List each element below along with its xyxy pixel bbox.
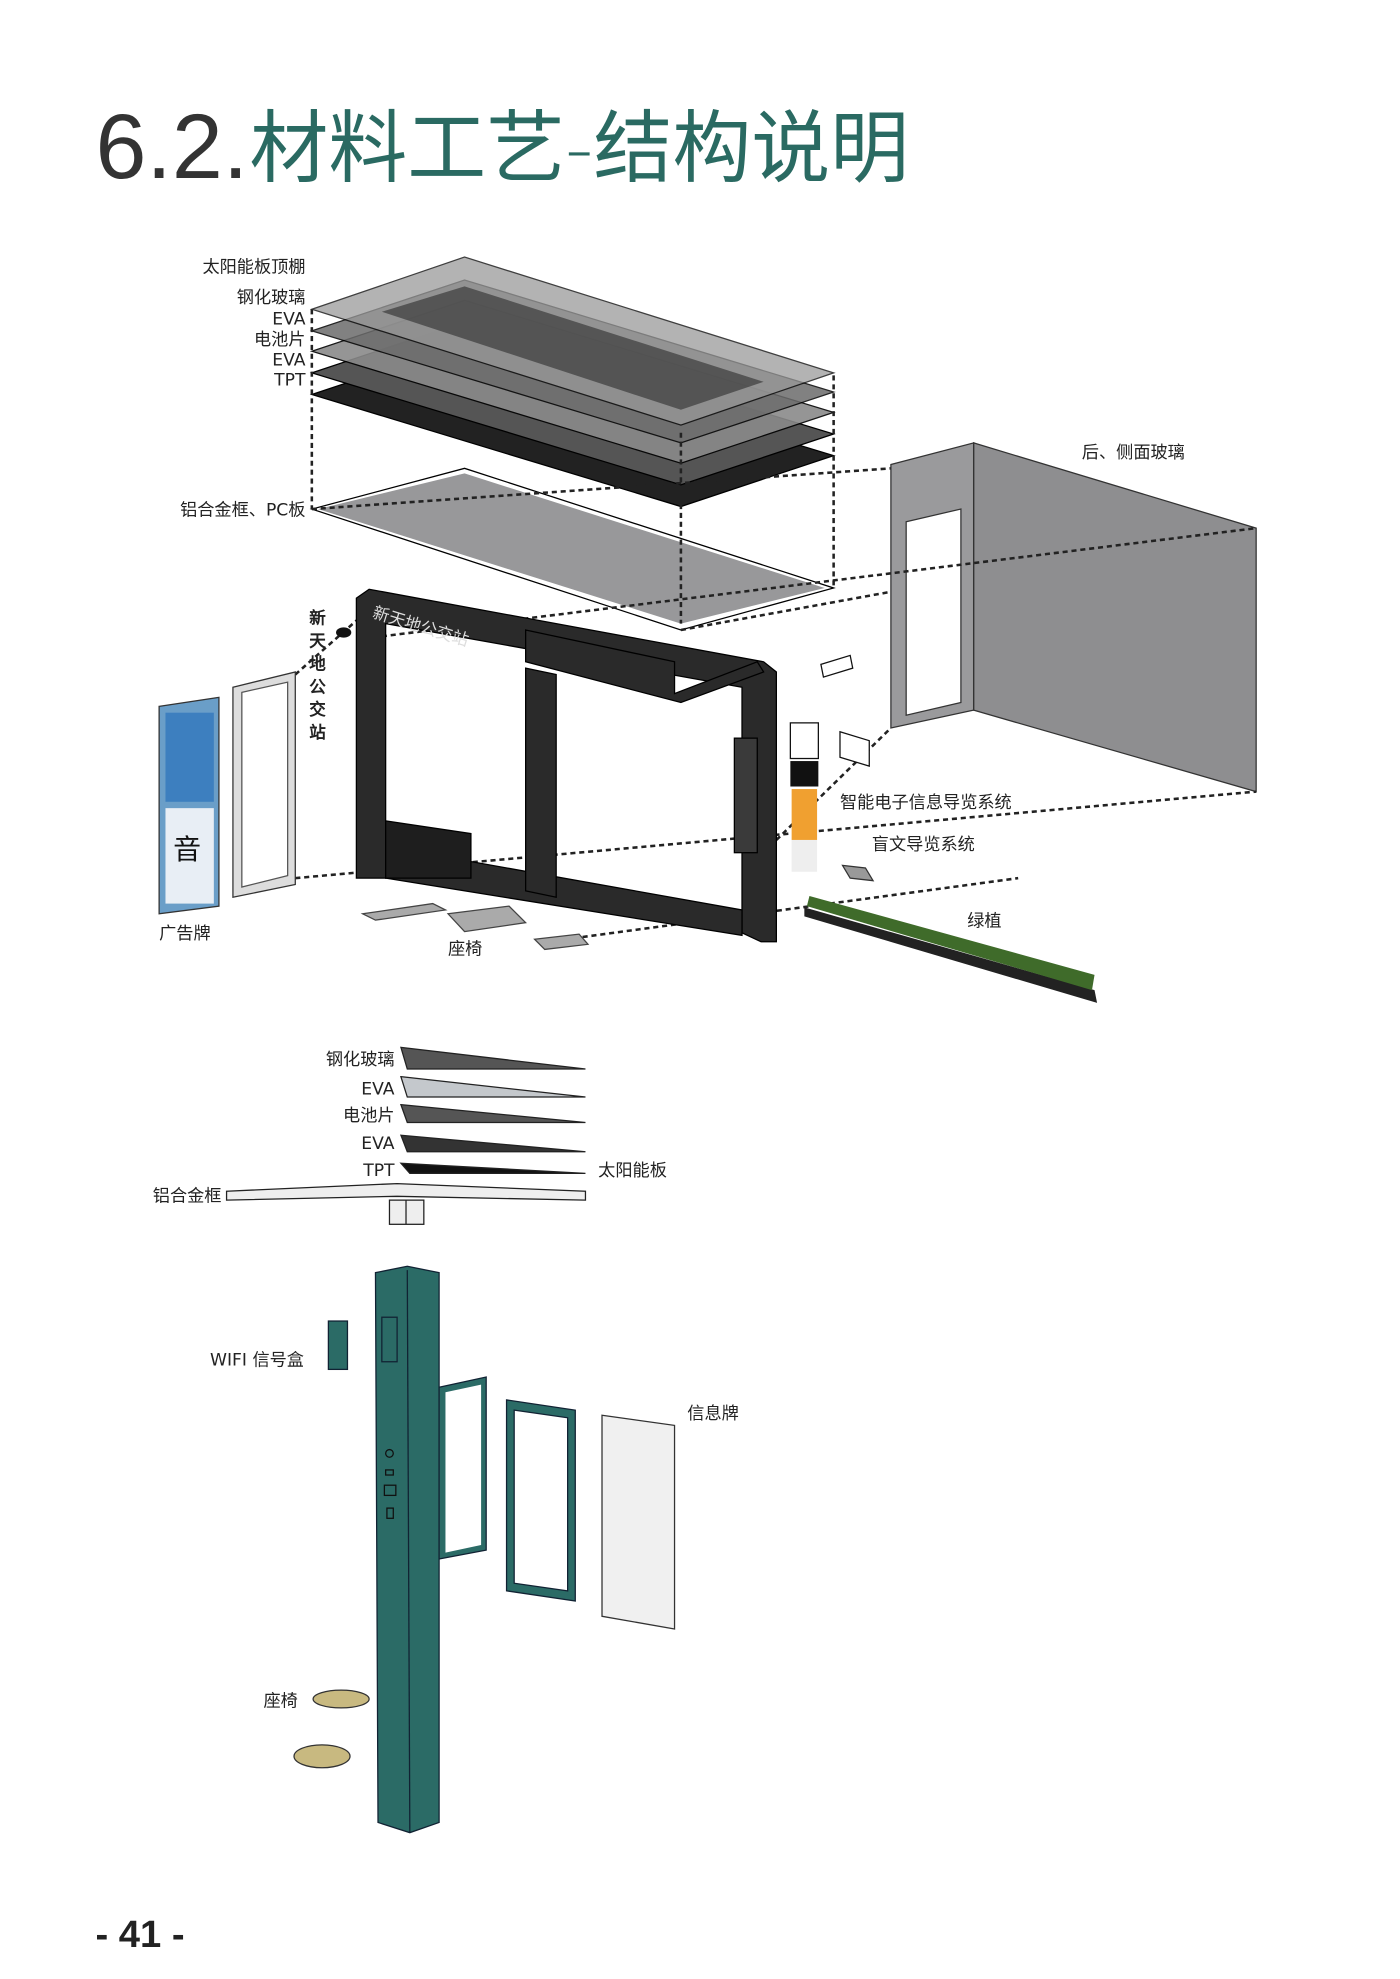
label-eva: EVA <box>361 1079 394 1099</box>
sign-char: 新 <box>309 608 326 628</box>
label-seat: 座椅 <box>263 1692 297 1712</box>
seats <box>360 902 590 951</box>
info-signs <box>789 654 875 882</box>
sign-char: 天 <box>309 632 326 651</box>
label-tempered-glass: 钢化玻璃 <box>326 1050 395 1070</box>
sign-char: 站 <box>309 722 326 742</box>
billboard: 音 <box>158 671 296 915</box>
vertical-station-sign: 新 天 地 公 交 站 <box>309 608 326 743</box>
label-eva: EVA <box>272 310 305 330</box>
label-seat: 座椅 <box>448 940 482 960</box>
side-glass-wall <box>890 442 1257 793</box>
label-eva: EVA <box>272 350 305 370</box>
camera-icon <box>336 627 352 638</box>
label-solar-roof: 太阳能板顶棚 <box>202 257 305 277</box>
label-cells: 电池片 <box>343 1106 395 1126</box>
label-cells: 电池片 <box>254 330 306 350</box>
sign-char: 公 <box>309 677 326 696</box>
label-solar-panel: 太阳能板 <box>598 1161 667 1181</box>
shelter-frame <box>355 588 777 943</box>
sign-char: 交 <box>309 699 326 719</box>
label-aluminium-frame: 铝合金框 <box>153 1186 222 1206</box>
label-frame-pc: 铝合金框、PC板 <box>180 500 305 520</box>
label-wifi-box: WIFI 信号盒 <box>210 1351 304 1371</box>
label-billboard: 广告牌 <box>159 924 211 944</box>
title-number: 6.2. <box>95 96 248 198</box>
label-greenery: 绿植 <box>967 912 1001 932</box>
label-smart-info: 智能电子信息导览系统 <box>840 793 1012 813</box>
label-tpt: TPT <box>362 1161 395 1181</box>
poster-glyph: 音 <box>173 833 201 866</box>
label-info-board: 信息牌 <box>687 1404 739 1424</box>
solar-roof-layers <box>309 256 836 508</box>
solar-panel-section <box>225 1046 587 1225</box>
label-eva: EVA <box>361 1134 394 1154</box>
label-braille: 盲文导览系统 <box>872 835 975 855</box>
pc-board <box>309 467 836 631</box>
section-labels: 钢化玻璃 EVA 电池片 EVA TPT 太阳能板 铝合金框 <box>153 1050 667 1206</box>
sign-char: 地 <box>309 653 326 673</box>
planter <box>804 895 1098 1003</box>
label-tempered-glass: 钢化玻璃 <box>237 288 306 308</box>
title-text: 材料工艺-结构说明 <box>249 103 909 195</box>
roof-labels: 太阳能板顶棚 钢化玻璃 EVA 电池片 EVA TPT 铝合金框、PC板 <box>180 257 306 520</box>
label-tpt: TPT <box>273 371 306 391</box>
label-side-glass: 后、侧面玻璃 <box>1082 443 1185 463</box>
page-number: - 41 - <box>95 1913 184 1956</box>
info-pole <box>293 1265 676 1834</box>
